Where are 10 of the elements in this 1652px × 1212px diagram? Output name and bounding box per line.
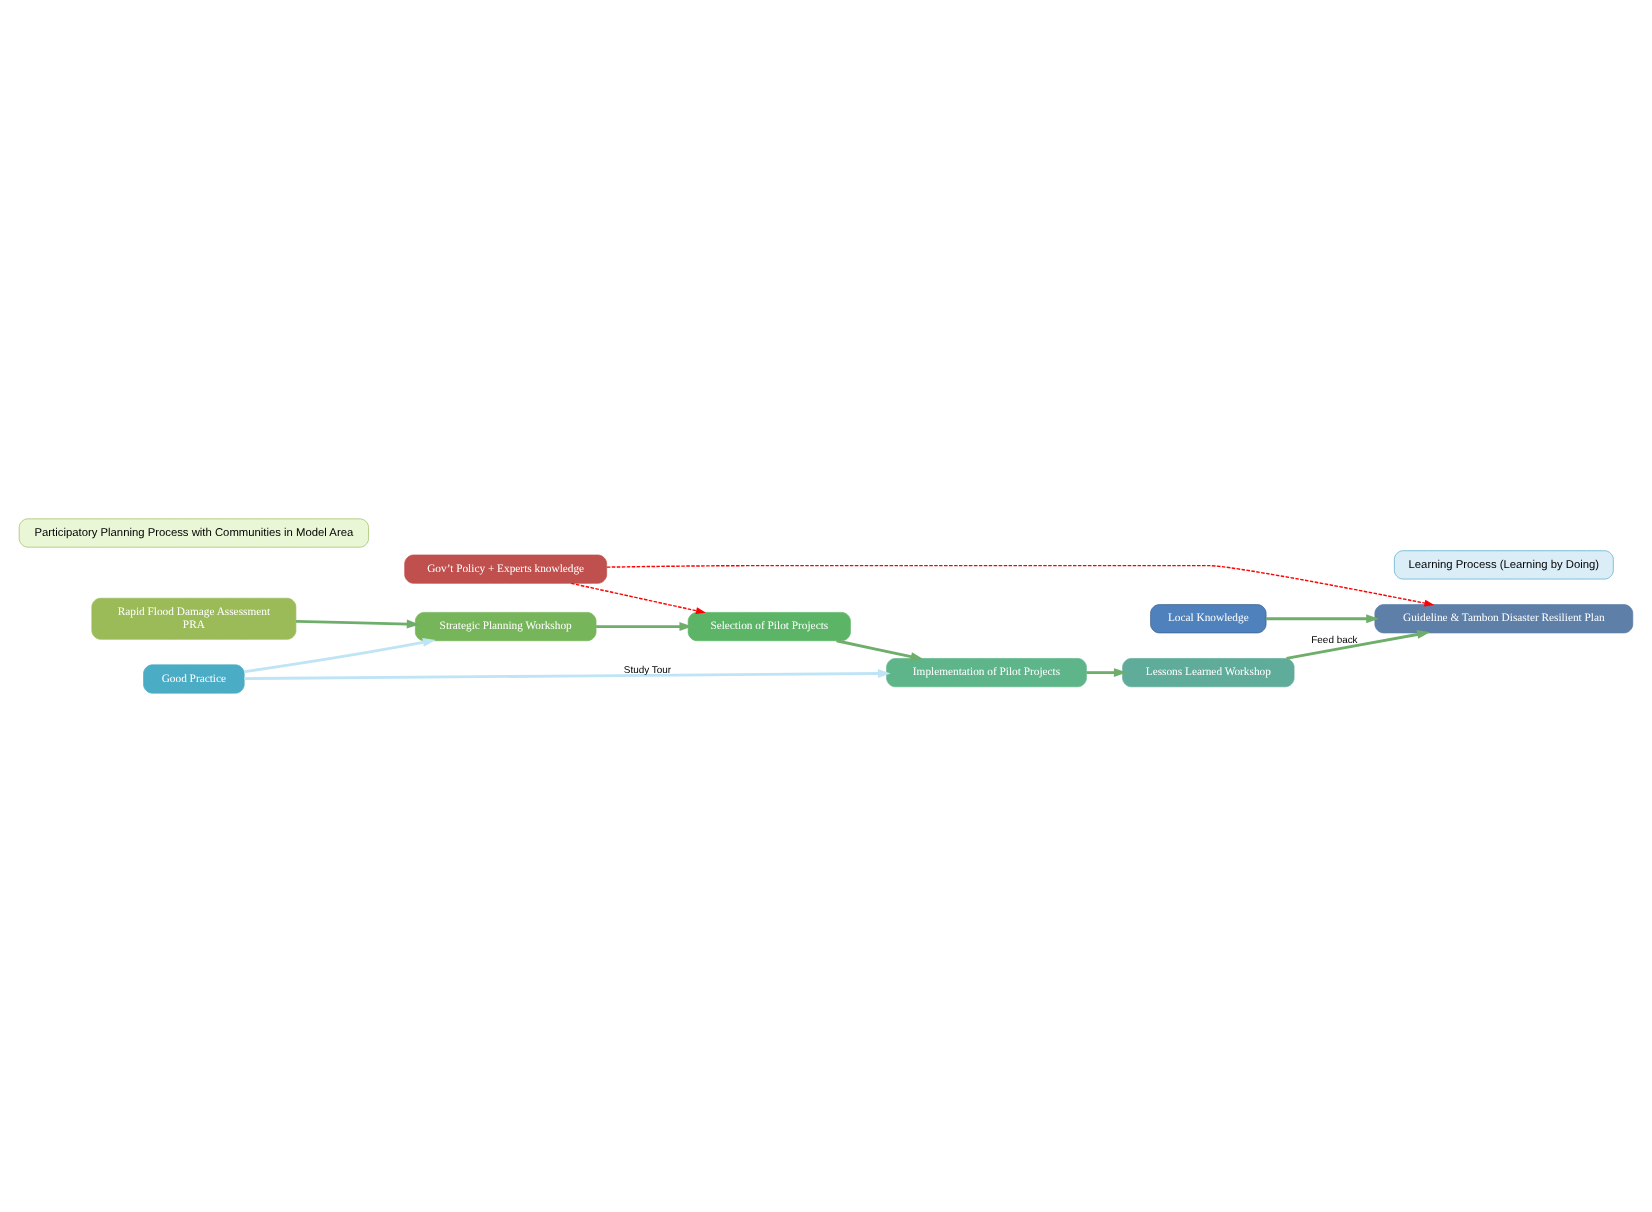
arrow [606, 564, 1435, 607]
arrow [244, 637, 436, 674]
arrow [1286, 630, 1430, 660]
arrow [1266, 614, 1379, 624]
arrow [244, 669, 891, 680]
arrow [1086, 668, 1127, 678]
arrow [570, 582, 706, 615]
arrow [295, 619, 420, 629]
arrow [836, 639, 924, 662]
arrow [596, 622, 693, 632]
